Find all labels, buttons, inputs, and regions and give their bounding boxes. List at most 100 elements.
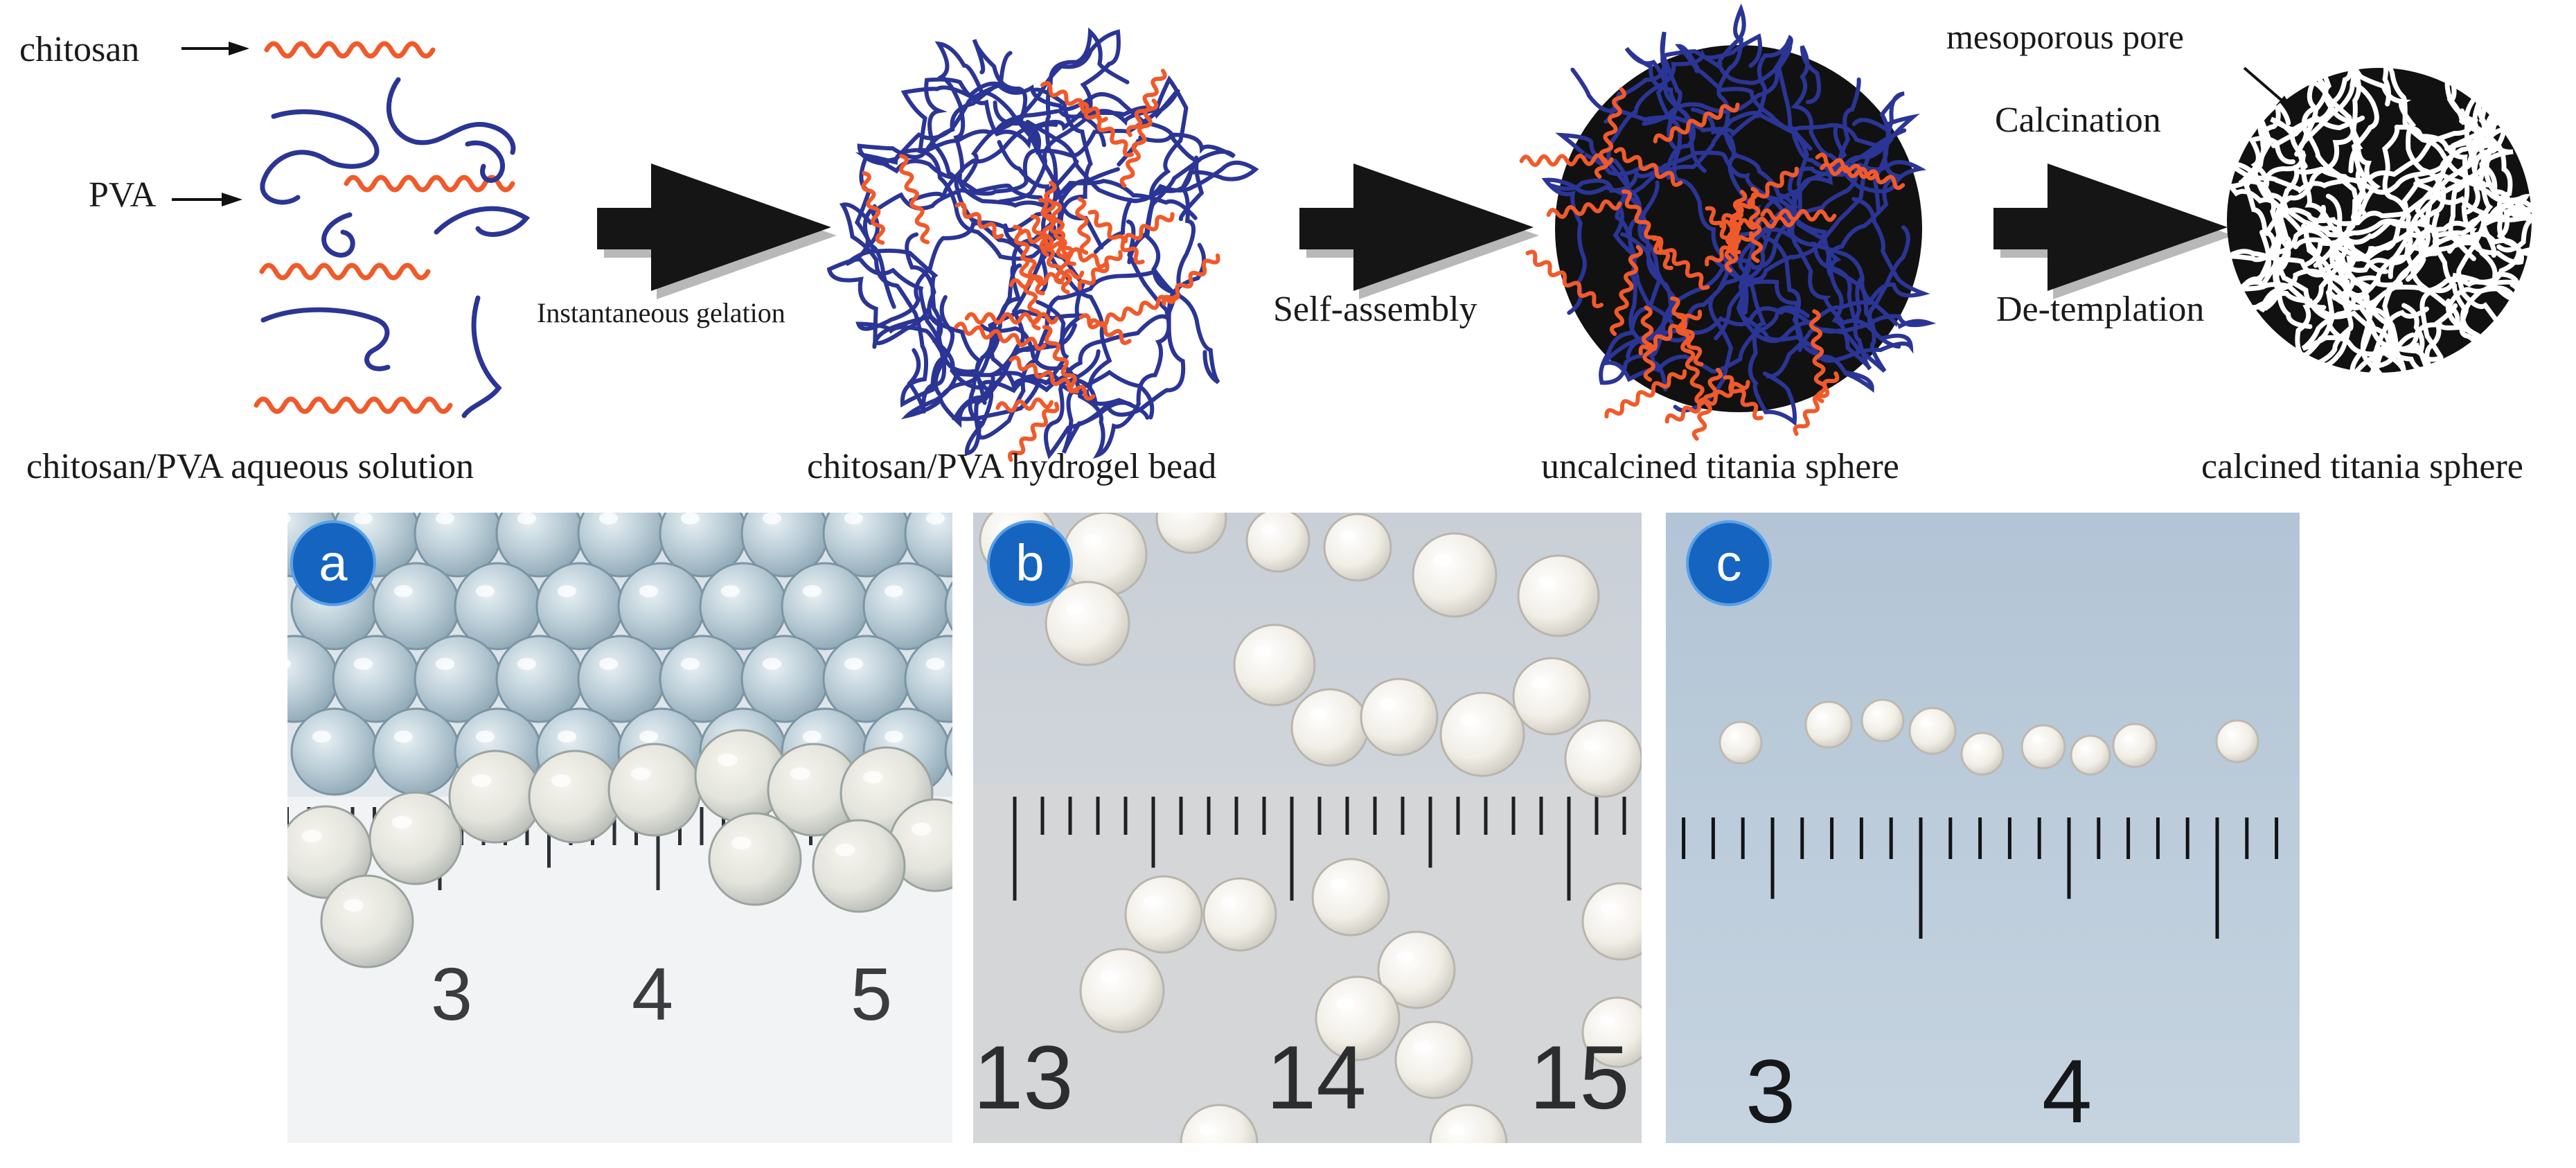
chitosan-strand [344, 175, 515, 193]
pore-channel [2238, 111, 2327, 310]
chitosan-pointer-arrow [181, 42, 249, 55]
bead [1202, 877, 1277, 952]
bead [1377, 930, 1456, 1009]
chitosan-chain [1042, 325, 1080, 393]
chitosan-chain [1123, 212, 1175, 244]
bead [1360, 678, 1439, 756]
chitosan-chain [1051, 201, 1072, 294]
chitosan-chain [1525, 249, 1604, 308]
chitosan-chain [1676, 314, 1705, 406]
bead [944, 726, 952, 777]
chitosan-chain [1705, 206, 1741, 255]
chitosan-chain [898, 154, 930, 245]
pva-chain [1549, 128, 1907, 219]
pva-chain [1601, 263, 1810, 382]
pore-channel [2271, 67, 2442, 191]
chitosan-chain [1652, 236, 1710, 290]
chitosan-chain [1793, 371, 1840, 436]
pva-strand [434, 206, 531, 237]
bead [699, 562, 788, 651]
bead [1429, 1104, 1508, 1143]
photo-panel-b: 13 14 15 [973, 513, 1642, 1143]
ruler-a-number-5: 5 [851, 952, 892, 1036]
pore-channel [2376, 67, 2497, 258]
chitosan-chain [1519, 153, 1614, 167]
chitosan-chain [1719, 215, 1795, 231]
bead [454, 562, 542, 651]
chitosan-chain [1609, 245, 1643, 337]
pva-chain [857, 29, 1121, 167]
pva-chain [1675, 44, 1906, 277]
chitosan-chain [1087, 209, 1145, 265]
pva-chain [1025, 119, 1259, 254]
bead [372, 707, 461, 796]
solution-strands [254, 41, 531, 418]
hydrogel-bead [826, 27, 1259, 462]
pva-chain [1599, 180, 1676, 385]
bead [1517, 554, 1600, 637]
chitosan-chain [1546, 199, 1622, 219]
chitosan-chain [1640, 306, 1655, 382]
chitosan-chain [1078, 313, 1132, 346]
bead [1564, 719, 1642, 798]
beads-a [287, 513, 952, 968]
pva-chain [826, 257, 947, 414]
ruler-c-number-4: 4 [2042, 1041, 2092, 1142]
pva-strand [465, 140, 505, 183]
bead [1315, 975, 1401, 1061]
bead [1581, 996, 1642, 1068]
pva-strand [260, 109, 380, 205]
bead [1908, 707, 1957, 755]
chitosan-chain [995, 397, 1054, 413]
badge-a: a [290, 520, 376, 606]
chitosan-chain [1075, 197, 1091, 255]
gelation-label: Instantaneous gelation [537, 297, 785, 328]
pore-channel [2444, 72, 2509, 261]
bead [1581, 882, 1642, 961]
pva-chain [1716, 3, 1804, 353]
bead [659, 513, 747, 578]
chitosan-chain [1614, 147, 1683, 187]
beads-c [1718, 698, 2259, 776]
chitosan-chain [964, 312, 1059, 325]
pore-channel [2395, 125, 2521, 308]
chitosan-strand [259, 263, 431, 281]
pva-chain [1738, 227, 1858, 427]
bead [2112, 723, 2158, 768]
pore-channel [2297, 67, 2379, 220]
bead [1860, 698, 1905, 743]
bead [1045, 581, 1130, 666]
pva-chain [1791, 45, 1927, 194]
badge-a-letter: a [319, 534, 348, 592]
bead [1155, 513, 1227, 554]
self-assembly-label: Self-assembly [1273, 290, 1477, 329]
bead [368, 791, 463, 885]
pva-chain [1541, 177, 1673, 359]
chitosan-chain [1653, 103, 1740, 143]
pore-channel [2293, 172, 2533, 263]
chitosan-chain [1119, 98, 1159, 188]
chitosan-chain [1078, 101, 1135, 157]
bead [290, 707, 379, 796]
stage-caption-uncalcined: uncalcined titania sphere [1541, 447, 1899, 486]
bead [448, 750, 542, 844]
calcination-arrow [1993, 163, 2233, 299]
pva-chain [1738, 123, 1874, 393]
pva-chain [1661, 110, 1901, 349]
chitosan-chain [1621, 189, 1673, 270]
pore-channel [2413, 181, 2533, 328]
chitosan-chain [1077, 250, 1123, 291]
chitosan-chain [1664, 380, 1750, 424]
bead [1412, 532, 1498, 618]
pva-chain [844, 204, 1069, 393]
bead [1804, 700, 1853, 749]
de-templation-label: De-templation [1996, 290, 2204, 329]
pva-chain [1714, 225, 1914, 363]
pva-chain [989, 87, 1101, 393]
calcination-label: Calcination [1995, 100, 2161, 140]
bead [708, 812, 802, 906]
uncalcined-sphere [1519, 3, 1937, 441]
pva-chain [979, 219, 1171, 459]
pva-chain [864, 39, 1041, 309]
